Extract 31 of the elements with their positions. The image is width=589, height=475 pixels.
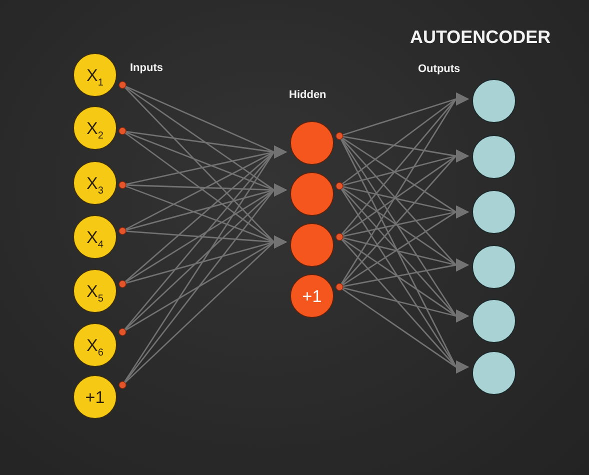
output-neuron — [472, 190, 516, 234]
hidden-neuron — [290, 223, 334, 267]
input-neuron — [73, 53, 117, 97]
diagram-title: AUTOENCODER — [410, 27, 551, 48]
output-neuron — [472, 299, 516, 343]
connection-arrow — [336, 258, 469, 291]
output-neuron — [472, 245, 516, 289]
connection-arrow — [336, 283, 469, 374]
bias-neuron — [73, 375, 117, 419]
output-neuron — [472, 79, 516, 123]
neuron-label: +1 — [302, 288, 322, 304]
layer-label: Outputs — [418, 63, 460, 75]
neuron-label: X$_{3}$ — [86, 174, 104, 192]
layer-label: Inputs — [130, 62, 163, 74]
hidden-neuron — [290, 121, 334, 165]
input-neuron — [73, 323, 117, 367]
neuron-label: X$_{1}$ — [86, 66, 104, 84]
layer-label: Hidden — [289, 89, 326, 101]
neuron-label: X$_{6}$ — [86, 336, 104, 354]
neuron-label: X$_{4}$ — [86, 228, 104, 246]
hidden-neuron — [290, 172, 334, 216]
bias-neuron — [290, 274, 334, 318]
output-neuron — [472, 351, 516, 395]
neuron-label: +1 — [85, 388, 105, 406]
input-neuron — [73, 161, 117, 205]
neuron-label: X$_{2}$ — [86, 120, 104, 136]
input-neuron — [73, 215, 117, 259]
input-neuron — [73, 106, 117, 150]
input-neuron — [73, 269, 117, 313]
output-neuron — [472, 135, 516, 179]
neuron-label: X$_{5}$ — [86, 282, 104, 300]
